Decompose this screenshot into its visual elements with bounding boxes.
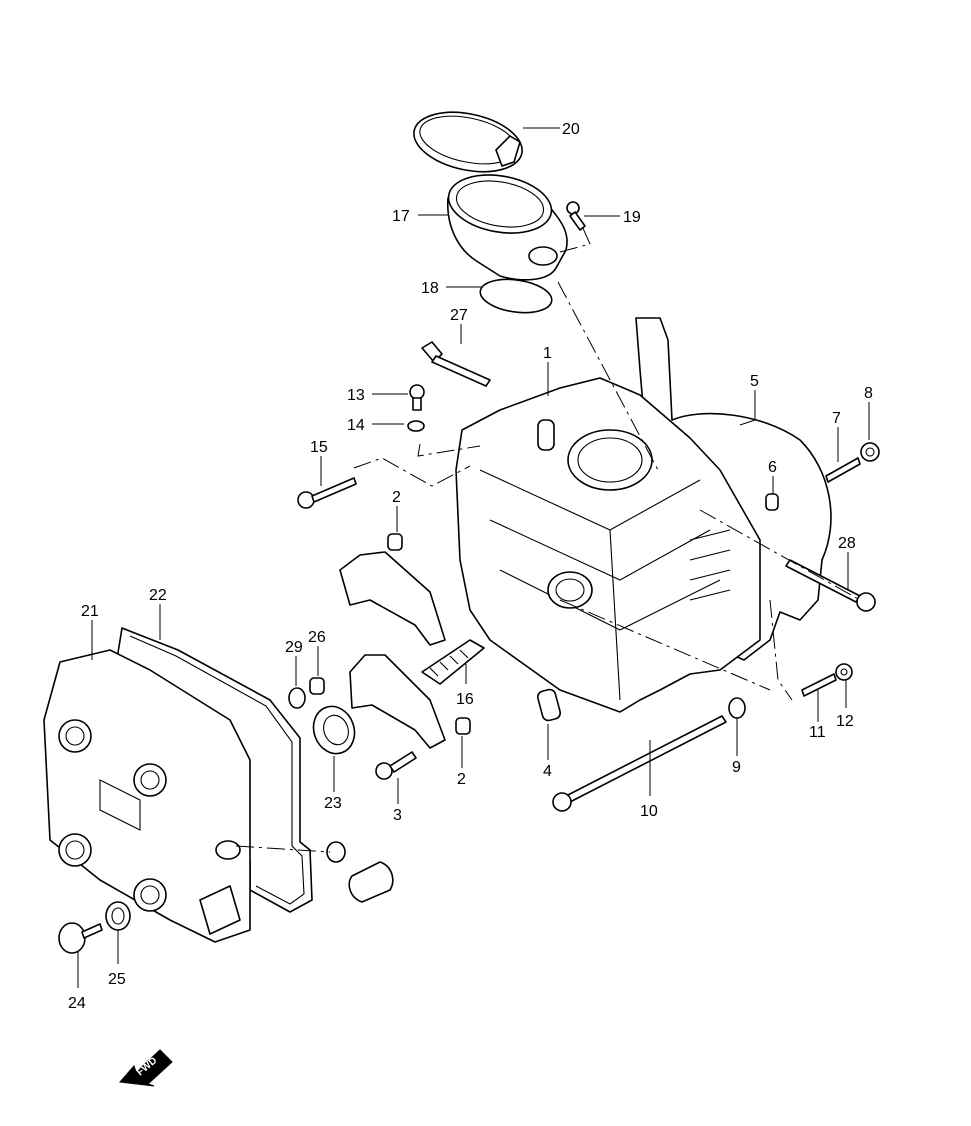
callout-13: 13	[347, 387, 365, 404]
callout-20: 20	[562, 121, 580, 138]
callout-22: 22	[149, 587, 167, 604]
part-19-screw	[566, 201, 586, 231]
part-29-washer	[288, 687, 306, 709]
part-8-nut	[860, 442, 880, 462]
part-26-dowel	[309, 677, 325, 695]
callout-24: 24	[68, 995, 86, 1012]
callout-10: 10	[640, 803, 658, 820]
part-2-dowel-lower	[455, 717, 471, 735]
part-cap	[348, 861, 394, 903]
callout-1: 1	[543, 345, 552, 362]
part-13-bolt	[409, 384, 425, 411]
part-1-cylinder-head	[455, 377, 761, 713]
callout-9: 9	[732, 759, 741, 776]
part-18-o-ring	[479, 278, 553, 314]
part-10-bolt	[552, 715, 727, 812]
part-27-bolt	[421, 341, 491, 387]
part-24-bolt	[58, 922, 103, 954]
callout-21: 21	[81, 603, 99, 620]
callout-14: 14	[347, 417, 365, 434]
part-23-seal	[312, 705, 356, 755]
callout-17: 17	[392, 208, 410, 225]
part-16-spark-plug	[421, 639, 485, 685]
part-3-bolt	[375, 751, 417, 780]
part-15-bolt	[297, 477, 357, 509]
part-14-washer	[407, 420, 425, 432]
part-camshaft-holder-upper	[339, 551, 446, 646]
part-5-gasket	[635, 317, 832, 661]
callout-labels: 20 17 19 18 27 1 5 13 8 7 14 15 6 2 28 2…	[68, 121, 873, 1012]
callout-19: 19	[623, 209, 641, 226]
callout-7: 7	[832, 410, 841, 427]
callout-4: 4	[543, 763, 552, 780]
leader-lines	[77, 127, 870, 988]
callout-5: 5	[750, 373, 759, 390]
callout-29: 29	[285, 639, 303, 656]
part-camshaft-holder-lower	[349, 654, 446, 749]
part-7-stud	[825, 457, 861, 483]
callout-12: 12	[836, 713, 854, 730]
part-11-stud	[801, 673, 837, 697]
callout-18: 18	[421, 280, 439, 297]
part-12-nut	[835, 663, 853, 681]
callout-6: 6	[768, 459, 777, 476]
part-21-head-cover	[43, 649, 251, 943]
part-20-clamp	[413, 111, 523, 173]
part-4-tube	[536, 688, 562, 722]
callout-26: 26	[308, 629, 326, 646]
callout-16: 16	[456, 691, 474, 708]
part-clip	[326, 841, 346, 863]
callout-25: 25	[108, 971, 126, 988]
callout-8: 8	[864, 385, 873, 402]
part-6-dowel	[765, 493, 779, 511]
part-17-intake-pipe	[447, 174, 568, 281]
part-9-washer	[728, 697, 746, 719]
callout-15: 15	[310, 439, 328, 456]
part-28-bolt	[785, 559, 876, 612]
part-2-dowel-upper	[387, 533, 403, 551]
fwd-arrow-icon: FWD	[118, 1049, 173, 1087]
callout-23: 23	[324, 795, 342, 812]
callout-11: 11	[809, 724, 826, 741]
callout-3: 3	[393, 807, 402, 824]
callout-2b: 2	[457, 771, 466, 788]
part-25-grommet	[105, 901, 131, 931]
callout-28: 28	[838, 535, 856, 552]
callout-27: 27	[450, 307, 468, 324]
callout-2a: 2	[392, 489, 401, 506]
